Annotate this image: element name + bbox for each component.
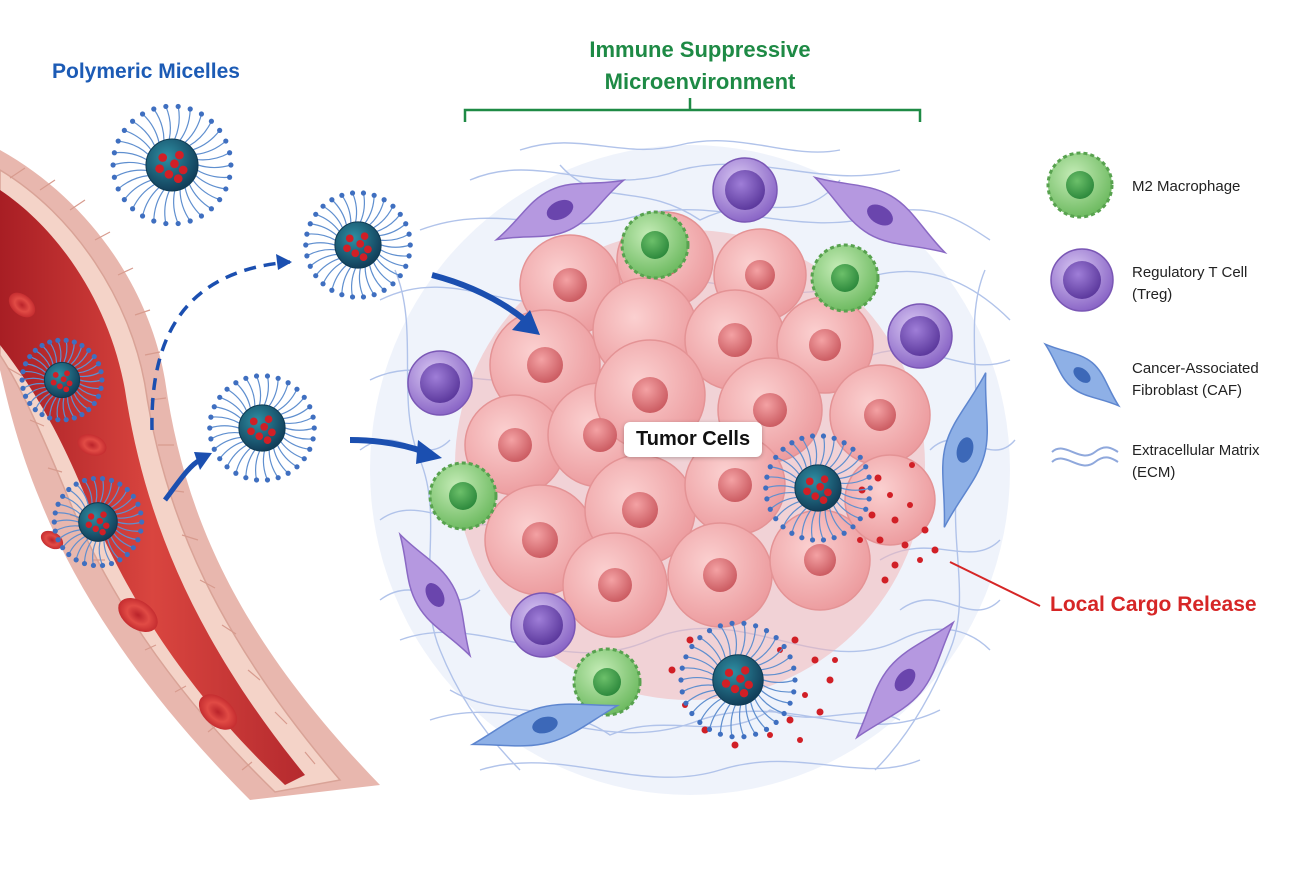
treg-cell [407,350,473,416]
polymeric-micelle [763,433,873,543]
microenvironment-title-line-2: Microenvironment [604,69,796,94]
legend-line: (Treg) [1132,286,1173,303]
legend-label-m2-macrophage: M2 Macrophage [1132,176,1240,198]
ecm-icon [1051,446,1119,467]
microenvironment-title-line-1: Immune Suppressive [589,37,811,62]
tumor-cells-label: Tumor Cells [624,422,763,457]
legend-line: Regulatory T Cell [1132,264,1248,281]
polymeric-micelle [678,620,798,740]
polymeric-micelle [110,103,234,227]
legend-line: (ECM) [1132,464,1176,481]
micelles-title: Polymeric Micelles [52,60,240,83]
transport-arrows [150,254,540,502]
m2-macrophage-icon [1046,151,1114,219]
caf-cell [812,176,948,254]
polymeric-micelle [19,337,105,423]
legend [1043,151,1121,467]
caf-cell [398,531,472,659]
m2-macrophage-cell [572,647,642,717]
caf-cell [942,372,988,528]
blood-vessel [0,150,380,800]
legend-line: Fibroblast (CAF) [1132,382,1243,399]
m2-macrophage-cell [810,243,880,313]
treg-cell [887,303,953,369]
m2-macrophage-cell [620,210,690,280]
microenvironment-title: Immune Suppressive Microenvironment [540,34,860,98]
legend-label-treg: Regulatory T Cell (Treg) [1132,262,1247,306]
caf-icon [1043,342,1121,408]
legend-label-caf: Cancer-Associated Fibroblast (CAF) [1132,358,1259,402]
treg-icon [1050,248,1114,312]
release-callout-line [949,561,1041,607]
released-cargo [668,462,939,749]
treg-cells [407,157,953,658]
caf-cell [469,703,621,747]
legend-line: Cancer-Associated [1132,360,1259,377]
tumor-nuclei [498,244,896,602]
treg-cell [510,592,576,658]
polymeric-micelle [207,373,317,483]
local-cargo-release-label: Local Cargo Release [1050,593,1257,616]
legend-label-ecm: Extracellular Matrix (ECM) [1132,440,1260,484]
legend-line: Extracellular Matrix [1132,442,1260,459]
caf-cell [854,620,956,740]
polymeric-micelle [303,190,413,300]
m2-macrophage-cell [428,461,498,531]
treg-cell [712,157,778,223]
tumor-cluster [455,211,936,700]
polymeric-micelle [51,475,145,569]
caf-cells [398,176,988,747]
dashed-extravasation-arrow [150,260,291,431]
legend-line: M2 Macrophage [1132,178,1241,195]
red-blood-cells [8,292,238,730]
vessel-lumen [0,190,305,785]
micelles [19,103,873,740]
caf-cell [493,179,627,241]
m2-macrophages [428,210,880,717]
tumor-entry-arrow-1 [431,272,527,323]
microenvironment-bracket [463,98,922,122]
